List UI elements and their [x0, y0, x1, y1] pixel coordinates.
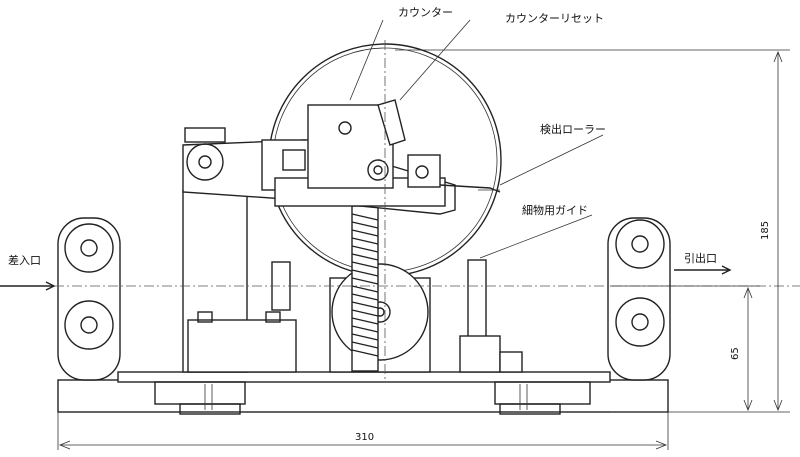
label-detect-roller: 検出ローラー — [540, 122, 606, 136]
left-support — [182, 189, 297, 373]
base-plate — [57, 371, 669, 415]
leader-lines — [349, 19, 604, 259]
spring — [351, 205, 379, 372]
left-roller-assembly — [57, 217, 121, 381]
right-roller-assembly — [607, 217, 671, 381]
counter-arm — [182, 127, 456, 215]
label-guide: 細物用ガイド — [522, 203, 588, 217]
dimension-lines — [57, 49, 790, 450]
label-counter-reset: カウンターリセット — [505, 12, 604, 25]
label-inlet: 差入口 — [8, 253, 41, 267]
counter-box — [307, 99, 406, 189]
dimension-185: 185 — [760, 221, 771, 240]
label-counter: カウンター — [398, 6, 453, 19]
dimension-310: 310 — [355, 432, 374, 443]
detection-roller-tip — [439, 184, 501, 193]
label-outlet: 引出口 — [684, 251, 717, 265]
flow-arrows — [0, 265, 732, 291]
lower-roller — [329, 263, 431, 373]
thin-guide-post — [459, 259, 523, 373]
dimension-65: 65 — [730, 347, 741, 360]
